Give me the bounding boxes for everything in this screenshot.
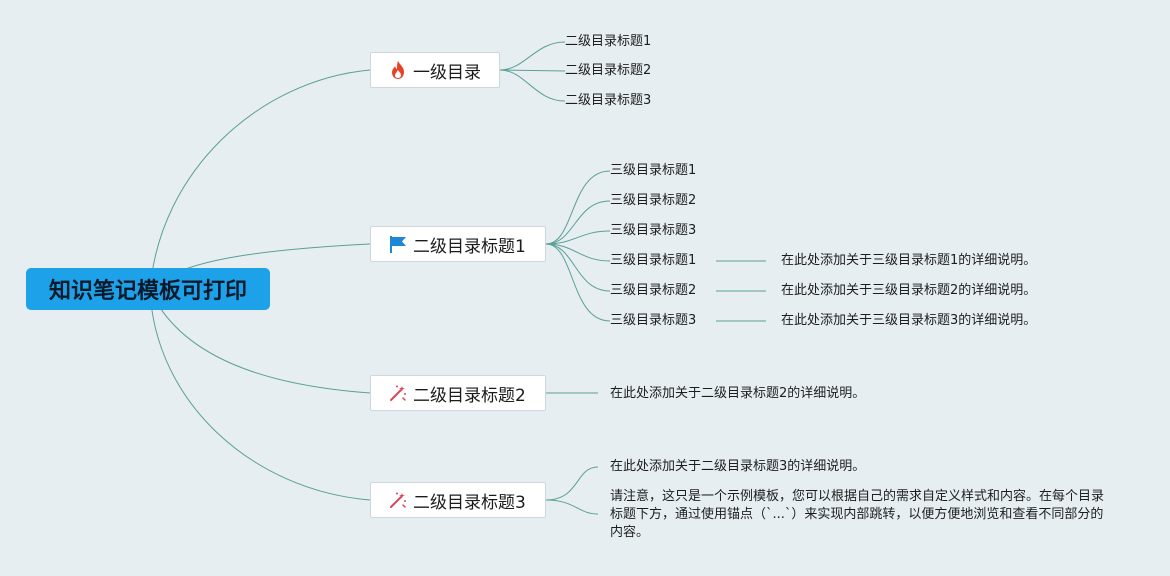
- root-node[interactable]: 知识笔记模板可打印: [26, 268, 270, 310]
- edge-b1-c1: [499, 41, 566, 71]
- list-item[interactable]: 三级目录标题3: [610, 313, 697, 328]
- edge-b4-note: [545, 466, 599, 501]
- branch-label: 二级目录标题1: [413, 236, 526, 257]
- edge-b4-para: [545, 499, 599, 515]
- list-item[interactable]: 三级目录标题2: [610, 283, 697, 298]
- edge-root-branch-3: [149, 289, 371, 394]
- edge-b2-c4: [545, 243, 611, 262]
- detail-note[interactable]: 在此处添加关于二级目录标题2的详细说明。: [610, 386, 866, 401]
- list-item[interactable]: 三级目录标题3: [610, 223, 697, 238]
- list-item[interactable]: 三级目录标题1: [610, 163, 697, 178]
- list-item[interactable]: 三级目录标题2: [610, 193, 697, 208]
- list-item[interactable]: 二级目录标题1: [565, 34, 652, 49]
- edge-b2-c5: [545, 243, 611, 292]
- sparkle-icon: [387, 382, 409, 404]
- edge-b2-c1: [545, 170, 611, 245]
- branch-node-2[interactable]: 二级目录标题1: [370, 226, 546, 262]
- list-item[interactable]: 二级目录标题3: [565, 93, 652, 108]
- branch-node-1[interactable]: 一级目录: [370, 52, 500, 88]
- list-item[interactable]: 二级目录标题2: [565, 63, 652, 78]
- branch-label: 二级目录标题3: [413, 492, 526, 513]
- branch-label: 一级目录: [413, 62, 481, 83]
- fire-icon: [387, 59, 409, 81]
- edge-b1-c3: [499, 69, 566, 102]
- edge-b2-c3: [545, 230, 611, 245]
- detail-note[interactable]: 在此处添加关于二级目录标题3的详细说明。: [610, 459, 866, 474]
- edge-root-branch-4: [149, 289, 371, 501]
- edge-root-branch-1: [149, 69, 371, 291]
- detail-note[interactable]: 在此处添加关于三级目录标题1的详细说明。: [781, 253, 1037, 268]
- branch-node-3[interactable]: 二级目录标题2: [370, 375, 546, 411]
- branch-label: 二级目录标题2: [413, 385, 526, 406]
- list-item[interactable]: 三级目录标题1: [610, 253, 697, 268]
- edge-b2-c6: [545, 243, 611, 322]
- detail-note[interactable]: 在此处添加关于三级目录标题3的详细说明。: [781, 313, 1037, 328]
- note-paragraph[interactable]: 请注意，这只是一个示例模板，您可以根据自己的需求自定义样式和内容。在每个目录标题…: [610, 489, 1105, 540]
- edge-b1-c2: [499, 69, 566, 72]
- detail-note[interactable]: 在此处添加关于三级目录标题2的详细说明。: [781, 283, 1037, 298]
- edge-b2-c2: [545, 200, 611, 245]
- root-title: 知识笔记模板可打印: [48, 279, 247, 304]
- branch-node-4[interactable]: 二级目录标题3: [370, 482, 546, 518]
- sparkle-icon: [387, 489, 409, 511]
- flag-icon: [387, 233, 409, 255]
